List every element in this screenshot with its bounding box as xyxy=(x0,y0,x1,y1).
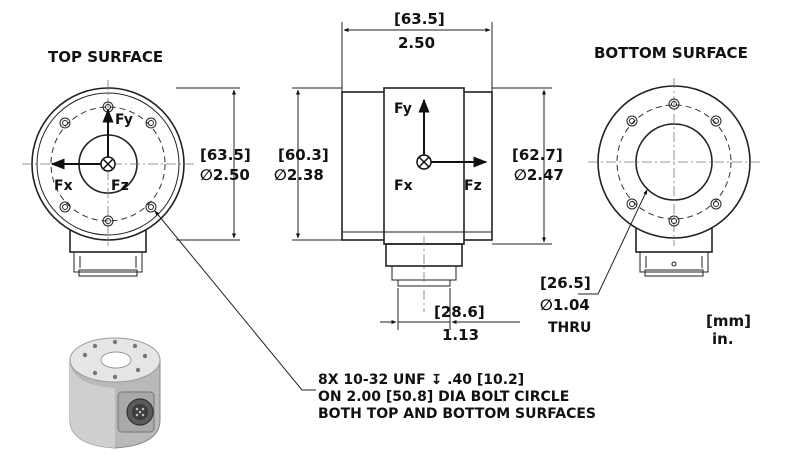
top-connector-plug xyxy=(73,251,143,273)
top-fx-label: Fx xyxy=(54,178,73,194)
top-surface-title: TOP SURFACE xyxy=(48,48,163,66)
width-mm: [63.5] xyxy=(394,10,445,28)
units-in: in. xyxy=(712,330,734,348)
thru-in: ∅1.04 xyxy=(540,296,590,314)
bottom-bolt-holes xyxy=(626,98,722,227)
right-dia-in: ∅2.47 xyxy=(514,166,564,184)
thru-bore-dimension: [26.5] ∅1.04 THRU xyxy=(540,189,648,336)
top-bolt-circle xyxy=(50,106,166,222)
top-dia-mm: [63.5] xyxy=(200,146,251,164)
connector-mm: [28.6] xyxy=(434,303,485,321)
top-dia-in: ∅2.50 xyxy=(200,166,250,184)
units-legend: [mm] in. xyxy=(706,312,751,348)
thru-label: THRU xyxy=(548,320,591,336)
bottom-surface-title: BOTTOM SURFACE xyxy=(594,44,748,62)
note-line-3: BOTH TOP AND BOTTOM SURFACES xyxy=(318,406,596,422)
top-fy-label: Fy xyxy=(115,112,133,128)
thru-mm: [26.5] xyxy=(540,274,591,292)
bottom-bolt-circle xyxy=(616,104,732,220)
connector-in: 1.13 xyxy=(442,326,479,344)
side-dia-mm: [60.3] xyxy=(278,146,329,164)
hole-callout-leader xyxy=(154,210,316,391)
top-diameter-dimension: [63.5] ∅2.50 xyxy=(176,87,251,241)
units-mm: [mm] xyxy=(706,312,751,330)
note-line-2: ON 2.00 [50.8] DIA BOLT CIRCLE xyxy=(318,389,569,405)
right-dia-mm: [62.7] xyxy=(512,146,563,164)
connector-dimension: [28.6] 1.13 xyxy=(380,288,520,344)
top-surface-view: TOP SURFACE Fy Fx Fz xyxy=(22,48,194,277)
side-diameter-dimension: [60.3] ∅2.38 xyxy=(274,87,342,241)
side-view: [63.5] 2.50 Fy Fx Fz xyxy=(341,10,493,312)
side-fz-label: Fz xyxy=(464,178,482,194)
side-dia-in: ∅2.38 xyxy=(274,166,324,184)
top-fz-label: Fz xyxy=(111,178,129,194)
bottom-surface-view: BOTTOM SURFACE xyxy=(588,44,760,277)
side-fy-label: Fy xyxy=(394,101,412,117)
hole-callout-note: 8X 10-32 UNF ↧ .40 [10.2] ON 2.00 [50.8]… xyxy=(318,372,596,422)
side-fx-label: Fx xyxy=(394,178,413,194)
width-in: 2.50 xyxy=(398,34,435,52)
sensor-isometric-image xyxy=(69,337,161,449)
right-diameter-dimension: [62.7] ∅2.47 xyxy=(492,87,564,245)
note-line-1: 8X 10-32 UNF ↧ .40 [10.2] xyxy=(318,372,524,388)
